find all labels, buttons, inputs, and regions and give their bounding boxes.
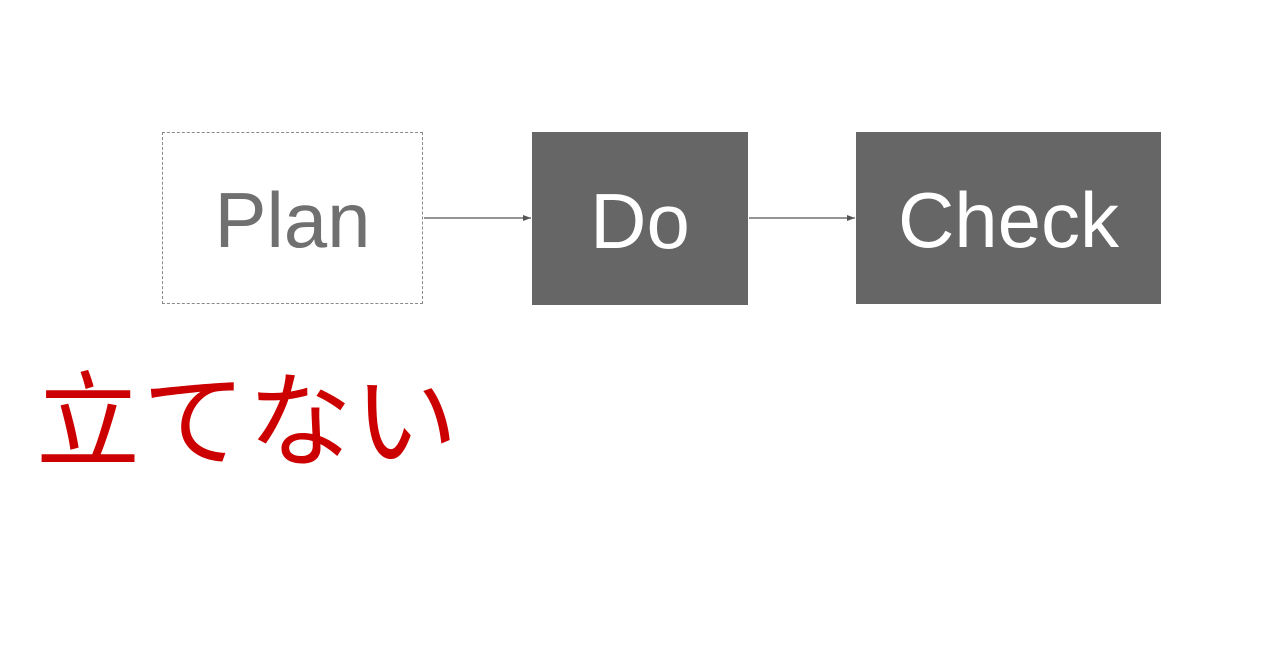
plan-step-box: Plan xyxy=(162,132,423,304)
check-step-label: Check xyxy=(897,176,1120,264)
plan-step-label: Plan xyxy=(214,176,371,264)
do-step-box: Do xyxy=(532,132,748,305)
do-step-label: Do xyxy=(590,176,690,265)
caption-text: 立てない xyxy=(36,361,461,483)
check-step-box: Check xyxy=(856,132,1161,304)
